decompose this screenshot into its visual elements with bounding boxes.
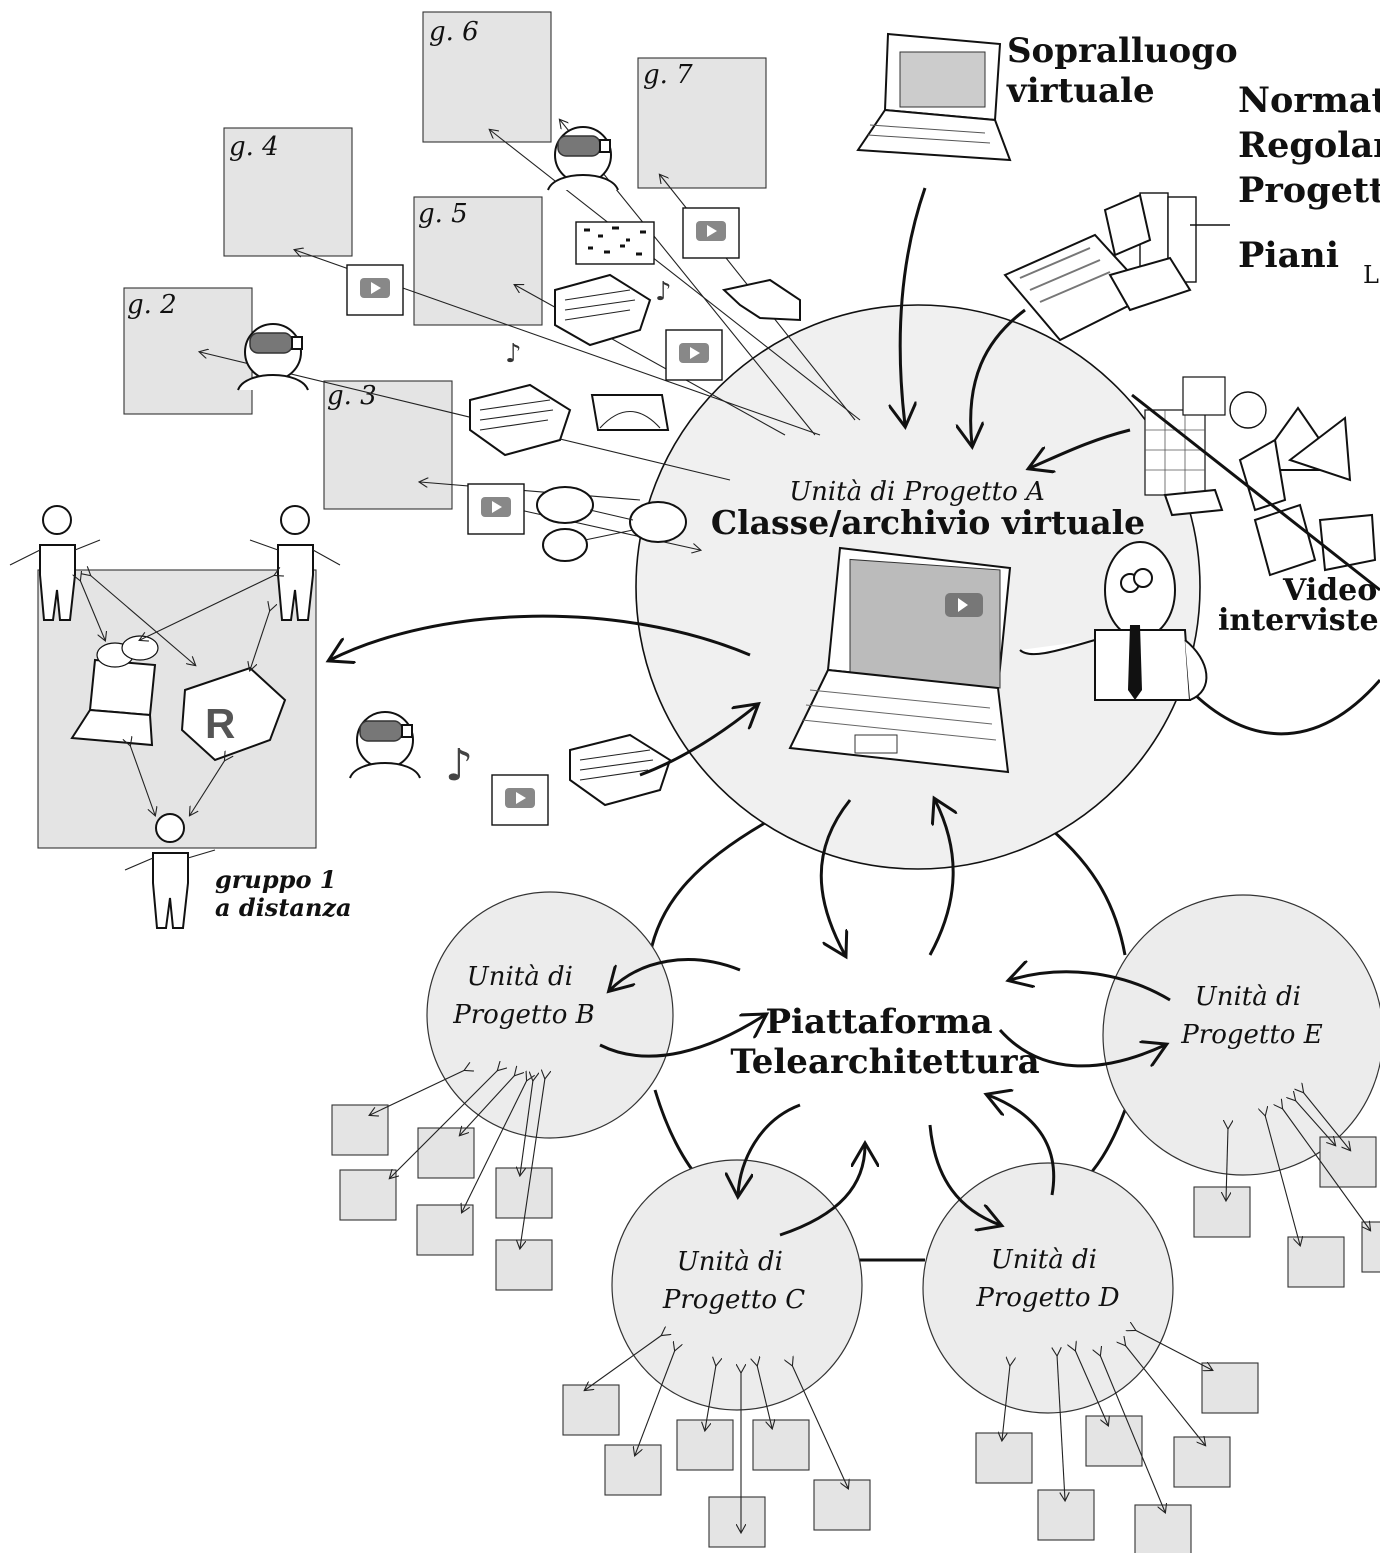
documents-line-1: Normativ: [1238, 80, 1380, 121]
documents-icon: [1003, 192, 1230, 342]
interviews-line-2: interviste: [1218, 603, 1379, 638]
group-box-g7: [637, 57, 767, 189]
satellite-box: [1319, 1136, 1377, 1188]
unit-c-line-2: Progetto C: [662, 1285, 805, 1315]
tiktok-icon: ♪: [445, 740, 473, 791]
platform-line-1: Piattaforma: [765, 1002, 992, 1042]
satellite-box: [339, 1169, 397, 1221]
unit-e-line-2: Progetto E: [1180, 1020, 1322, 1050]
satellite-box: [1173, 1436, 1231, 1488]
building-model-icon: [469, 383, 572, 457]
vr-user-icon: [349, 711, 421, 779]
satellite-box: [708, 1496, 766, 1548]
site-visit-line-2: virtuale: [1006, 71, 1155, 111]
group-box-g6: [422, 11, 552, 143]
satellite-box: [813, 1479, 871, 1531]
organic-model-icon: [536, 486, 687, 562]
video-icon: [491, 774, 549, 826]
person-icon: [249, 505, 341, 621]
unit-d-line-2: Progetto D: [975, 1283, 1119, 1313]
unit-d-label: Unità di Progetto D: [975, 1245, 1119, 1313]
unit-e-label: Unità di Progetto E: [1180, 982, 1322, 1050]
vr-user-icon: [547, 126, 619, 191]
remote-group-line-2: a distanza: [215, 893, 352, 922]
group-label-g2: g. 2: [127, 290, 177, 320]
remote-group-figures: R: [9, 505, 341, 929]
source-arrows: [330, 187, 1380, 777]
documents-line-2: Regolam: [1238, 125, 1380, 166]
satellite-box: [1361, 1221, 1380, 1273]
interviews-label: Video interviste: [1218, 573, 1380, 638]
unit-b-label: Unità di Progetto B: [452, 962, 595, 1030]
svg-text:R: R: [205, 700, 235, 747]
platform-arrows: [599, 800, 1171, 1237]
platform-line-2: Telearchitettura: [730, 1042, 1039, 1082]
unit-ring: [648, 818, 1127, 1262]
satellite-box: [1037, 1489, 1095, 1541]
unit-e-line-1: Unità di: [1195, 982, 1301, 1012]
video-icon: [467, 483, 525, 535]
unit-d-line-1: Unità di: [991, 1245, 1097, 1275]
knowledge-icons: [1131, 376, 1380, 592]
satellite-arrows: [370, 1070, 1370, 1532]
group-label-g6: g. 6: [429, 17, 479, 47]
person-icon: [124, 813, 216, 929]
video-icon: [682, 207, 740, 259]
building-model-icon: [554, 273, 652, 347]
satellite-box: [1134, 1504, 1192, 1553]
building-model-icon: [569, 733, 672, 807]
facade-model-icon: [575, 221, 655, 265]
group-box-g5: [413, 196, 543, 326]
satellite-box: [416, 1204, 474, 1256]
center-title: Classe/archivio virtuale: [711, 503, 1145, 542]
vr-user-icon: [237, 323, 309, 391]
remote-group-line-1: gruppo 1: [215, 865, 337, 894]
site-visit-label: Sopralluogo virtuale: [1006, 31, 1249, 111]
cropped-label: L: [1363, 261, 1379, 289]
group-label-g7: g. 7: [643, 60, 693, 90]
satellite-box: [1287, 1236, 1345, 1288]
remote-group-label: gruppo 1 a distanza: [215, 865, 352, 922]
satellite-box: [752, 1419, 810, 1471]
site-visit-line-1: Sopralluogo: [1007, 31, 1238, 71]
group-box-g3: [323, 380, 453, 510]
center-laptop-icon: [788, 546, 1012, 774]
platform-label: Piattaforma Telearchitettura: [730, 1002, 1039, 1082]
center-unit-label: Unità di Progetto A: [789, 477, 1045, 507]
satellite-box: [604, 1444, 662, 1496]
documents-line-3: Progetti: [1238, 170, 1380, 211]
cylinder-model-icon: [721, 278, 801, 322]
person-icon: [9, 505, 101, 621]
tiktok-icon: ♪: [655, 277, 672, 307]
satellite-box: [1085, 1415, 1143, 1467]
group-box-g2: [123, 287, 253, 415]
group-box-g4: [223, 127, 353, 257]
satellite-box: [495, 1239, 553, 1291]
unit-b-line-1: Unità di: [467, 962, 573, 992]
presenter-figure: [1019, 541, 1208, 701]
satellite-box: [975, 1432, 1033, 1484]
tiktok-icon: ♪: [505, 339, 522, 369]
interviews-line-1: Video: [1282, 573, 1377, 608]
video-icon: [665, 329, 723, 381]
unit-b-line-2: Progetto B: [452, 1000, 595, 1030]
bridge-model-icon: [590, 394, 670, 431]
satellite-box: [331, 1104, 389, 1156]
satellite-box: [562, 1384, 620, 1436]
group-label-g4: g. 4: [229, 132, 279, 162]
satellite-box: [495, 1167, 553, 1219]
unit-c-label: Unità di Progetto C: [662, 1247, 805, 1315]
satellite-box: [1193, 1186, 1251, 1238]
group-label-g5: g. 5: [418, 199, 468, 229]
video-icon: [346, 264, 404, 316]
documents-line-4: Piani: [1238, 235, 1339, 276]
unit-c-line-1: Unità di: [677, 1247, 783, 1277]
revit-model-icon: R: [180, 666, 287, 762]
satellite-box: [417, 1127, 475, 1179]
documents-label: Normativ Regolam Progetti Piani: [1238, 80, 1380, 276]
laptop-site-visit-icon: [856, 32, 1012, 162]
group-label-g3: g. 3: [327, 381, 377, 411]
satellite-box: [1201, 1362, 1259, 1414]
